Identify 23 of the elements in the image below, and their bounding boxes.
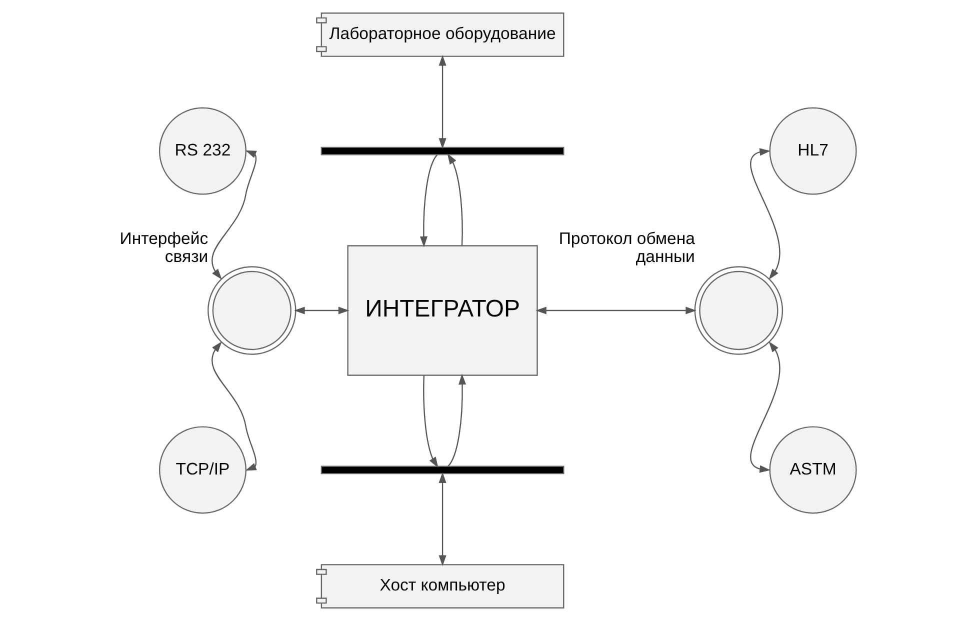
arrow: [211, 150, 256, 280]
node-circle: [207, 266, 296, 355]
node-label: Интерфейс связи: [119, 229, 208, 266]
arrow: [422, 376, 438, 468]
arrow: [535, 306, 696, 314]
arrow: [438, 472, 446, 566]
node-circle: RS 232: [158, 107, 246, 195]
node-bar: [320, 466, 564, 474]
arrow: [447, 374, 466, 467]
arrow: [294, 306, 349, 314]
node-label: Протокол обмена данныи: [558, 229, 694, 266]
arrow: [750, 341, 780, 473]
node-bar: [320, 146, 564, 156]
node-box: ИНТЕГРАТОР: [346, 245, 538, 376]
node-circle: TCP/IP: [158, 426, 246, 514]
arrow: [750, 148, 780, 280]
node-circle: [694, 266, 783, 355]
arrow: [419, 154, 438, 248]
node-circle: ASTM: [768, 426, 856, 514]
arrow: [211, 341, 256, 471]
arrow: [438, 55, 446, 149]
arrow: [446, 153, 462, 246]
node-circle: HL7: [768, 107, 856, 195]
